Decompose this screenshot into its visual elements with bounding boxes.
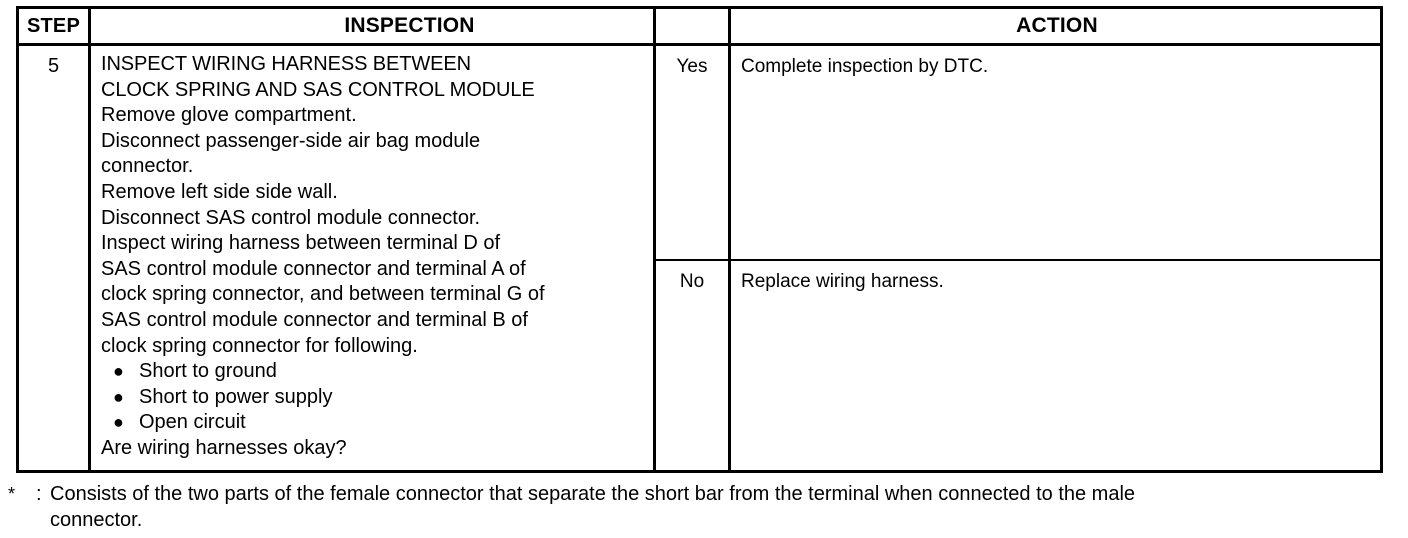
action-cell-no: Replace wiring harness. xyxy=(731,261,1383,473)
header-row-divider xyxy=(19,43,1380,46)
bullet-dot-icon: ● xyxy=(113,386,124,407)
inspection-line: Inspect wiring harness between terminal … xyxy=(101,232,501,255)
action-text-yes: Complete inspection by DTC. xyxy=(741,56,989,77)
action-text-no: Replace wiring harness. xyxy=(741,271,944,292)
answer-cell-no: No xyxy=(656,261,728,473)
bullet-label: Open circuit xyxy=(139,411,246,434)
answer-label-no: No xyxy=(679,271,705,292)
column-divider-inspection xyxy=(653,9,656,470)
inspection-line: clock spring connector, and between term… xyxy=(101,283,545,306)
answer-cell-yes: Yes xyxy=(656,46,728,259)
column-divider-yesno xyxy=(728,9,731,470)
footnote-colon: : xyxy=(36,483,42,505)
inspection-question: Are wiring harnesses okay? xyxy=(101,436,347,459)
bullet-label: Short to ground xyxy=(139,360,277,383)
footnote-line-2: connector. xyxy=(50,509,143,531)
inspection-line: Remove left side side wall. xyxy=(101,180,338,203)
inspection-line: Disconnect passenger-side air bag module xyxy=(101,129,481,152)
footnote-row: connector. xyxy=(0,507,1408,533)
inspection-line: SAS control module connector and termina… xyxy=(101,257,526,280)
inspection-bullet-item: ● Short to ground xyxy=(101,359,649,385)
inspection-line: CLOCK SPRING AND SAS CONTROL MODULE xyxy=(101,78,535,101)
inspection-line: Remove glove compartment. xyxy=(101,104,357,127)
bullet-dot-icon: ● xyxy=(113,361,124,382)
footnote: * : Consists of the two parts of the fem… xyxy=(0,481,1408,533)
inspection-cell: INSPECT WIRING HARNESS BETWEEN CLOCK SPR… xyxy=(91,46,653,473)
yes-no-row-divider xyxy=(653,259,1380,261)
header-action: ACTION xyxy=(1016,14,1098,37)
inspection-bullet-item: ● Open circuit xyxy=(101,410,649,436)
inspection-table: STEP INSPECTION ACTION 5 INSPECT WIRING … xyxy=(16,6,1383,473)
bullet-label: Short to power supply xyxy=(139,385,333,408)
answer-label-yes: Yes xyxy=(676,56,708,77)
bullet-dot-icon: ● xyxy=(113,412,124,433)
header-step: STEP xyxy=(26,15,81,37)
footnote-asterisk-marker: * xyxy=(8,484,16,504)
inspection-bullet-item: ● Short to power supply xyxy=(101,385,649,411)
footnote-row: * : Consists of the two parts of the fem… xyxy=(0,481,1408,507)
footnote-line-1: Consists of the two parts of the female … xyxy=(50,483,1136,505)
inspection-line: Disconnect SAS control module connector. xyxy=(101,206,481,229)
inspection-line: connector. xyxy=(101,155,194,178)
inspection-line: SAS control module connector and termina… xyxy=(101,308,528,331)
header-inspection: INSPECTION xyxy=(344,14,475,37)
step-number-cell: 5 xyxy=(19,46,88,473)
inspection-line: INSPECT WIRING HARNESS BETWEEN xyxy=(101,53,472,75)
step-number: 5 xyxy=(47,55,60,77)
action-cell-yes: Complete inspection by DTC. xyxy=(731,46,1383,259)
column-divider-step xyxy=(88,9,91,470)
inspection-line: clock spring connector for following. xyxy=(101,334,418,357)
